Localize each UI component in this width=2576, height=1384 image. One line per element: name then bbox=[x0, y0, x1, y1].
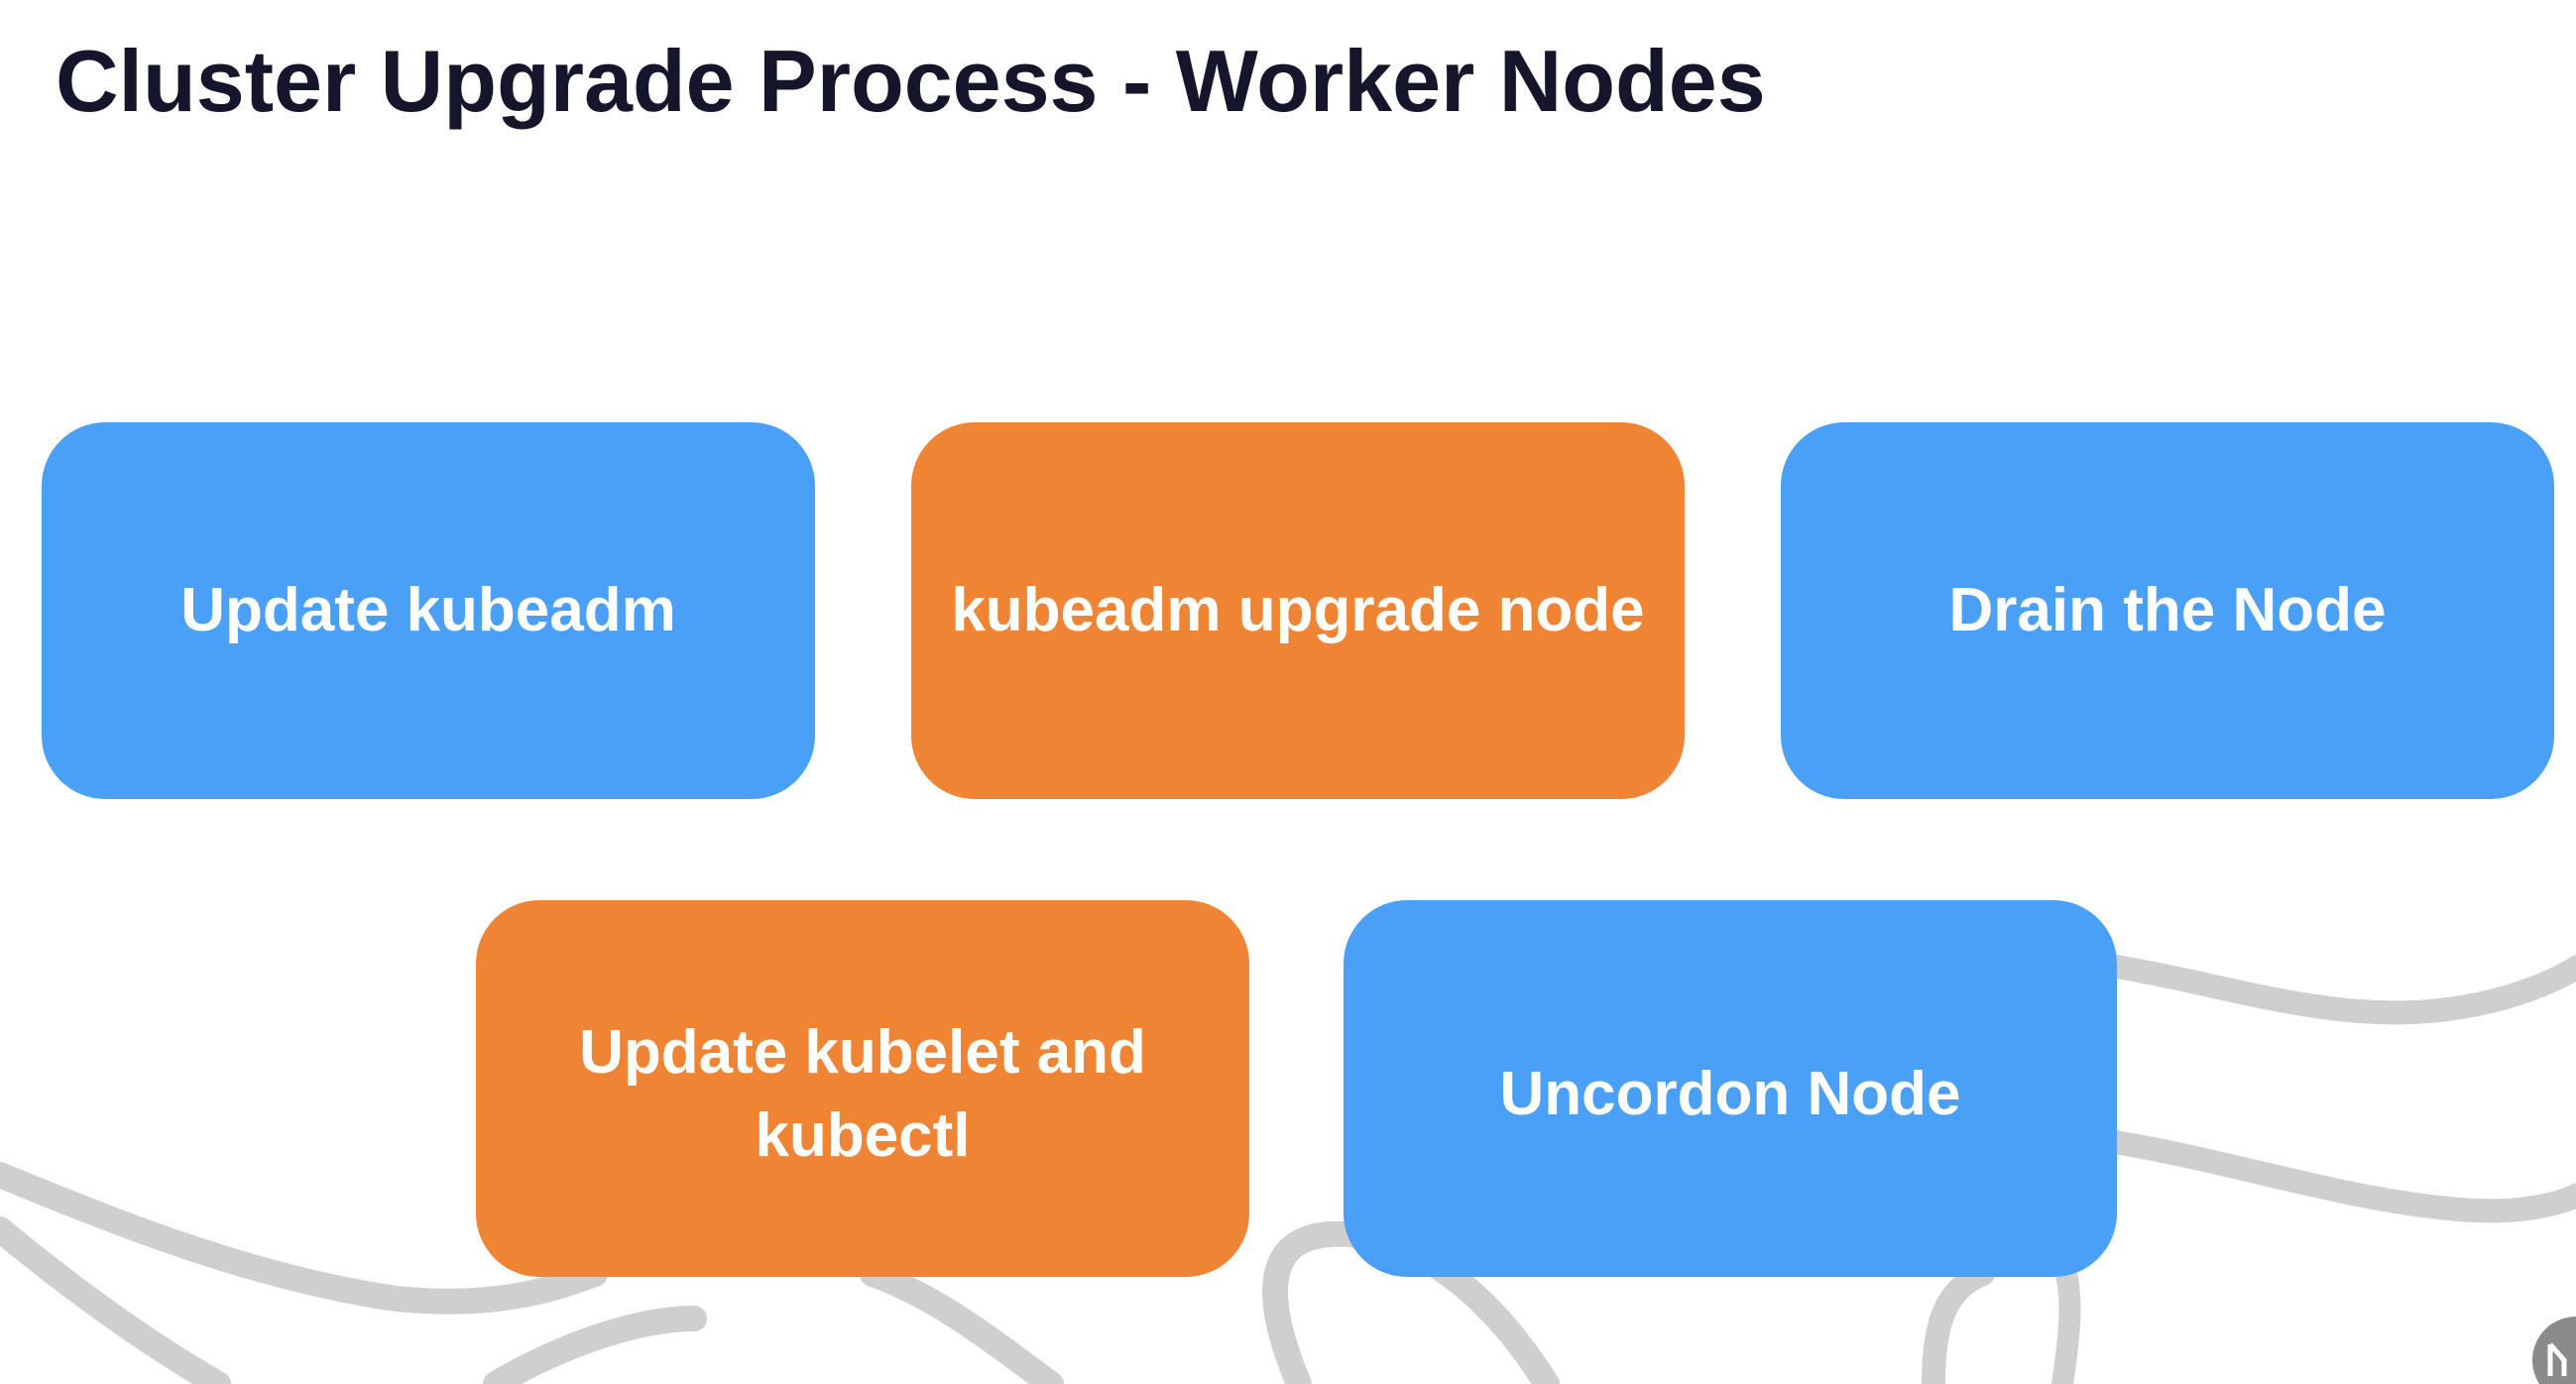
step-update-kubeadm: Update kubeadm bbox=[42, 422, 815, 799]
step-label: kubeadm upgrade node bbox=[951, 576, 1645, 645]
step-label: Drain the Node bbox=[1948, 576, 2387, 645]
step-label: Update kubeadm bbox=[180, 576, 676, 645]
step-drain-node: Drain the Node bbox=[1781, 422, 2554, 799]
page-title: Cluster Upgrade Process - Worker Nodes bbox=[56, 32, 1766, 130]
step-update-kubelet-kubectl: Update kubelet and kubectl bbox=[476, 900, 1249, 1277]
step-kubeadm-upgrade-node: kubeadm upgrade node bbox=[911, 422, 1685, 799]
step-uncordon-node: Uncordon Node bbox=[1344, 900, 2117, 1277]
step-label: Update kubelet and kubectl bbox=[579, 1018, 1146, 1170]
corner-logo-icon bbox=[2532, 1317, 2576, 1384]
step-label: Uncordon Node bbox=[1499, 1060, 1961, 1129]
